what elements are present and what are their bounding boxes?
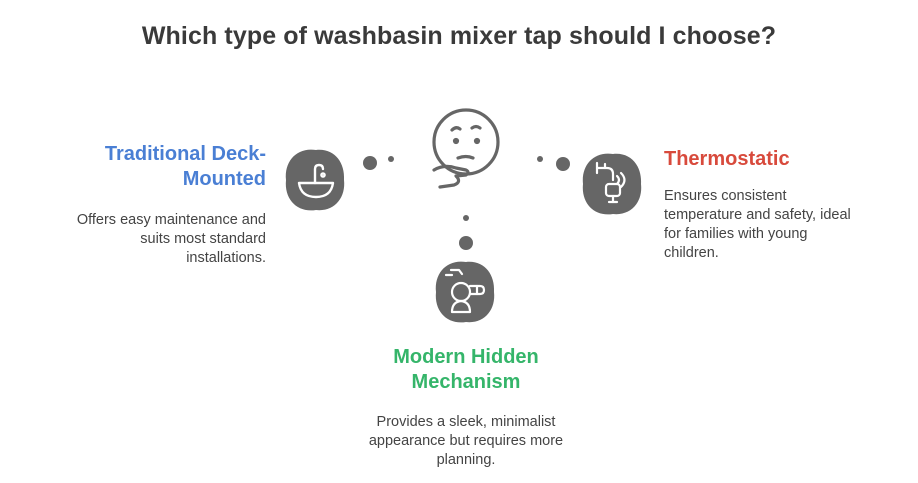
hidden-mechanism-heading: Modern Hidden Mechanism [336,345,596,395]
diagram-title: Which type of washbasin mixer tap should… [141,22,777,50]
connector-dot [463,215,469,221]
deck-mounted-description-line: installations. [186,250,266,266]
connector-dot [537,156,543,162]
hidden-mechanism-heading-line: Mechanism [411,371,521,393]
thermostatic-heading: Thermostatic [664,147,904,172]
deck-mounted-description-line: Offers easy maintenance and [76,212,266,228]
hidden-mechanism-description: Provides a sleek, minimalist appearance … [321,413,611,470]
connector-dot [363,156,377,170]
deck-mounted-heading: Traditional Deck- Mounted [26,142,266,192]
thinking-face-icon [432,108,500,189]
deck-mounted-heading-line: Traditional Deck- [104,143,266,165]
thermostatic-tap-icon [582,153,642,215]
thermostatic-description-line: for families with young [664,226,808,242]
hidden-mechanism-description-line: planning. [436,452,496,468]
deck-mounted-description: Offers easy maintenance and suits most s… [26,211,266,268]
thermostatic-description: Ensures consistent temperature and safet… [664,187,904,263]
thermostatic-description-line: Ensures consistent [664,188,787,204]
deck-mounted-heading-line: Mounted [182,168,266,190]
thermostatic-description-line: temperature and safety, ideal [664,207,851,223]
hidden-mechanism-heading-line: Modern Hidden [393,346,539,368]
connector-dot [556,157,570,171]
deck-mounted-description-line: suits most standard [140,231,266,247]
thermostatic-description-line: children. [664,245,719,261]
washbasin-icon [285,149,345,211]
thermostatic-heading-line: Thermostatic [664,148,790,170]
hidden-mechanism-description-line: appearance but requires more [368,433,564,449]
connector-dot [459,236,473,250]
hidden-mechanism-icon [435,261,495,323]
connector-dot [388,156,394,162]
hidden-mechanism-description-line: Provides a sleek, minimalist [376,414,556,430]
